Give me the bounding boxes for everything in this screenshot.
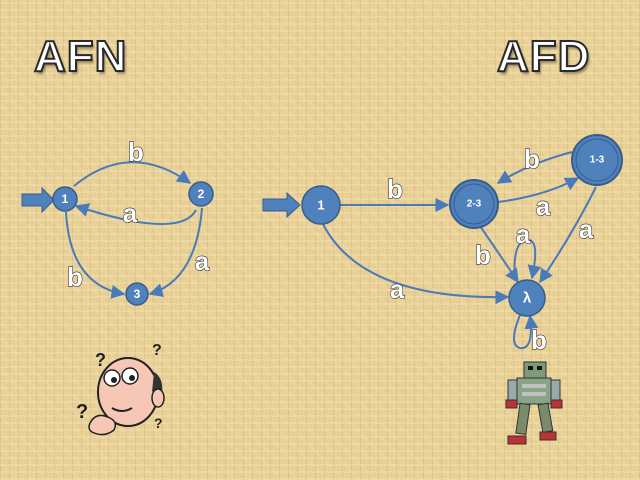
afn-edge-1-3 xyxy=(65,211,126,299)
afd-edge-label-lambda-loop-a: a xyxy=(516,219,531,249)
afd-state-lambda-label: λ xyxy=(523,290,532,307)
afn-state-3-label: 3 xyxy=(134,287,141,301)
afd-edge-label-lambda-loop-b: b xyxy=(531,325,547,355)
afn-state-3: 3 xyxy=(125,282,149,306)
afd-state-1-3: 1-3 xyxy=(571,134,623,186)
afd-loop-lambda-top xyxy=(513,238,542,281)
afd-state-2-3: 2-3 xyxy=(449,179,499,229)
afn-edge-label-2-3: a xyxy=(195,246,210,276)
svg-text:?: ? xyxy=(154,415,163,431)
afd-edge-1-lambda xyxy=(321,221,510,305)
svg-text:?: ? xyxy=(76,401,88,423)
afd-start-arrow xyxy=(262,191,301,219)
afd-edge-label-1-23: b xyxy=(387,174,403,204)
afn-start-arrow xyxy=(21,186,55,214)
afn-edge-2-1 xyxy=(74,203,197,225)
afd-state-1-3-label: 1-3 xyxy=(590,155,605,166)
afd-state-lambda: λ xyxy=(508,279,546,317)
afn-state-2: 2 xyxy=(188,181,214,207)
walking-robot-illustration xyxy=(505,361,563,445)
afd-loop-lambda-bottom xyxy=(513,314,539,350)
afn-edge-2-3 xyxy=(148,207,203,298)
afn-edge-label-1-2: b xyxy=(128,137,144,167)
afd-edge-label-23-lambda: b xyxy=(475,240,491,270)
afn-state-2-label: 2 xyxy=(198,187,205,201)
afd-edge-13-lambda xyxy=(539,186,597,284)
afd-edge-label-13-lambda: a xyxy=(579,214,594,244)
afd-title: AFD xyxy=(496,31,591,82)
afd-state-1-label: 1 xyxy=(317,198,324,213)
afd-edge-13-23 xyxy=(496,151,573,184)
confused-person-illustration: ? ? ? ? xyxy=(76,342,165,436)
afd-edge-label-13-23: b xyxy=(524,144,540,174)
afn-state-1: 1 xyxy=(52,186,78,212)
afd-edge-23-13 xyxy=(497,177,580,203)
afd-edge-label-1-lambda: a xyxy=(390,274,405,304)
afn-edge-1-2 xyxy=(73,161,192,187)
afd-state-2-3-label: 2-3 xyxy=(467,199,482,210)
svg-text:?: ? xyxy=(152,342,162,359)
afd-edge-label-23-13: a xyxy=(536,191,551,221)
afn-edge-label-2-1: a xyxy=(123,198,138,228)
afd-state-1: 1 xyxy=(301,185,341,225)
afn-edge-label-1-3: b xyxy=(67,262,83,292)
afn-state-1-label: 1 xyxy=(62,192,69,206)
svg-text:?: ? xyxy=(95,350,106,370)
afn-title: AFN xyxy=(33,31,128,82)
